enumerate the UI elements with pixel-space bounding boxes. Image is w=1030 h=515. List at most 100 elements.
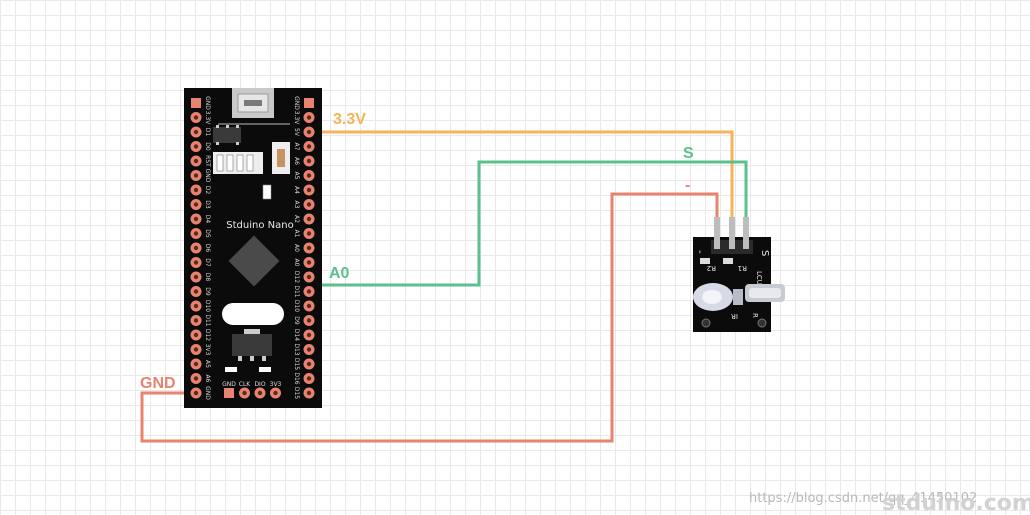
pin-label: RST: [204, 155, 211, 167]
pin-hole: [193, 173, 199, 178]
bottom-pin-label: DIO: [254, 381, 265, 388]
pin-label: A6: [293, 157, 300, 165]
pin-label: D12: [204, 329, 211, 341]
mark-r2: R2: [707, 264, 716, 272]
pin-label: D16: [293, 372, 300, 384]
pin-hole: [306, 144, 312, 149]
pin-label: D0: [204, 142, 211, 151]
pin-hole: [193, 216, 199, 222]
pin-hole: [306, 173, 312, 178]
pin-label: D3: [204, 200, 211, 209]
regulator-tab: [244, 329, 260, 334]
pin-label: A1: [293, 230, 300, 238]
pin-hole: [193, 303, 199, 309]
bottom-pad-hole: [257, 390, 263, 396]
bottom-pad-hole: [273, 390, 278, 396]
pin-label: 5V: [293, 128, 300, 137]
pin-hole: [306, 303, 312, 309]
ic-lead: [216, 142, 219, 145]
ir-sensor-module: - S R2 R1 LCUP IR R: [693, 217, 785, 332]
ic-lead: [216, 125, 219, 128]
label-gnd: GND: [140, 375, 176, 392]
wire-gnd: [140, 192, 719, 443]
watermark-brand: stduino.com: [882, 491, 1030, 515]
pin-label: D15: [293, 387, 300, 399]
regulator-lead: [250, 356, 254, 361]
ir-receiver-window: [749, 288, 781, 298]
pin-label: D4: [204, 215, 211, 224]
ir-led-highlight: [702, 290, 722, 304]
pin-hole: [193, 187, 199, 193]
pin-label: D10: [204, 300, 211, 312]
pin-label: A3: [293, 201, 300, 209]
pin-label: A0: [293, 244, 300, 252]
pin-hole: [306, 245, 312, 251]
pin-hole: [193, 144, 199, 149]
mark-r: R: [751, 313, 759, 318]
board-label: Stduino Nano: [226, 220, 293, 231]
pin-label: D11: [293, 285, 300, 297]
pin-hole: [306, 289, 312, 294]
pin-hole: [193, 245, 199, 251]
module-pin-s: [743, 217, 749, 249]
pin-hole: [306, 129, 312, 135]
ic-lead: [236, 125, 239, 128]
left-pin-header: GND3.3VD1D0RSTGNDD2D3D4D5D6D7D8D9D10D11D…: [190, 96, 211, 400]
pin-hole: [193, 318, 199, 323]
pin-label: A4: [293, 186, 300, 194]
smd-resistor: [723, 258, 733, 264]
pin-label: A7: [293, 143, 300, 151]
pin-label: GND: [204, 169, 211, 183]
led: [226, 154, 234, 172]
pin-label: A2: [293, 215, 300, 223]
pin-hole: [306, 376, 312, 381]
reset-button-cap: [277, 149, 285, 167]
pin-label: D9: [293, 316, 300, 325]
pin-hole: [306, 347, 312, 352]
pin-hole: [306, 332, 312, 338]
pin-label: GND: [204, 386, 211, 400]
pin-label: A0: [293, 259, 300, 267]
pin-hole: [306, 202, 312, 207]
ir-led-leg: [733, 289, 743, 305]
pin-hole: [306, 274, 312, 280]
pin-hole: [306, 231, 312, 236]
pin-label: D6: [204, 244, 211, 253]
mark-lcup: LCUP: [755, 271, 763, 289]
mounting-hole: [757, 318, 767, 328]
bottom-pad-hole: [242, 390, 247, 396]
label-a0: A0: [329, 265, 350, 282]
small-ic: [213, 127, 241, 143]
pin-label: D10: [293, 300, 300, 312]
pin-label: D7: [204, 258, 211, 267]
pin-pad-square: [304, 98, 314, 108]
pin-hole: [193, 158, 199, 164]
pin-label: GND: [204, 96, 211, 110]
pin-hole: [193, 289, 199, 294]
mark-ir: IR: [731, 312, 738, 320]
pin-label: D15: [293, 358, 300, 370]
pin-hole: [306, 318, 312, 323]
label-minus: -: [685, 177, 690, 194]
module-pin-minus: [714, 217, 720, 249]
bottom-pin-label: GND: [222, 381, 236, 388]
mark-r1: R1: [738, 264, 747, 272]
pin-label: D9: [204, 287, 211, 296]
pin-hole: [306, 158, 312, 164]
small-component: [262, 184, 272, 200]
pin-hole: [306, 216, 312, 222]
crystal: [222, 303, 284, 325]
pin-hole: [193, 376, 199, 381]
pin-label: D11: [204, 314, 211, 326]
pin-label: D2: [204, 186, 211, 195]
pin-label: A5: [293, 172, 300, 180]
pin-label: A6: [204, 375, 211, 383]
pin-hole: [193, 390, 199, 396]
module-label-minus: -: [694, 250, 705, 254]
regulator-lead: [262, 356, 266, 361]
pin-hole: [193, 231, 199, 236]
watermark-url: https://blog.csdn.net/qq_41450102: [749, 491, 977, 506]
pin-label: 3.3V: [204, 111, 211, 126]
smd-resistor: [700, 258, 710, 264]
